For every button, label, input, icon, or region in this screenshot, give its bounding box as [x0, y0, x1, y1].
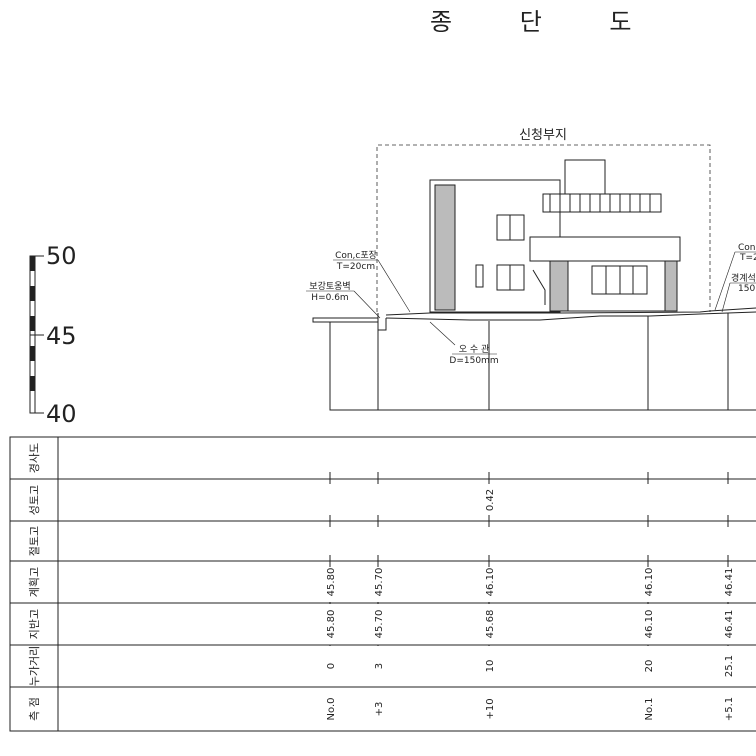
cell-distance: 0	[326, 663, 337, 669]
svg-text:D=150mm: D=150mm	[449, 356, 498, 366]
cell-ground: 46.41	[724, 610, 735, 639]
site-boundary: 신청부지	[376, 128, 711, 312]
cell-ground: 45.68	[485, 610, 496, 639]
svg-text:H=0.6m: H=0.6m	[311, 293, 348, 303]
ground-profile	[312, 307, 756, 411]
annotation-pavement-left: Con,c포장 T=20cm	[333, 250, 411, 313]
cell-station: No.0	[326, 698, 337, 721]
row-label-station: 측 점	[28, 697, 41, 721]
annotation-retaining-wall: 보강토옹벽 H=0.6m	[306, 281, 381, 319]
row-label-slope: 경사도	[28, 443, 41, 473]
cell-ground: 45.80	[326, 610, 337, 639]
profile-table	[9, 436, 756, 732]
elevation-scale-bar	[29, 255, 44, 414]
annotation-pavement-right: Con T=2	[714, 243, 756, 311]
scale-label-45: 45	[46, 322, 77, 350]
svg-text:150×: 150×	[738, 284, 756, 294]
page-title: 종 단 도	[430, 8, 662, 36]
scale-label-50: 50	[46, 242, 77, 270]
cell-fill: 0.42	[485, 489, 496, 511]
cell-ground: 46.10	[644, 610, 655, 639]
cell-station: +10	[485, 698, 496, 719]
row-label-distance: 누가거리	[28, 646, 41, 686]
site-label: 신청부지	[519, 128, 567, 143]
cell-distance: 10	[485, 660, 496, 673]
building-elevation	[429, 159, 681, 313]
cell-plan: 46.10	[485, 568, 496, 597]
cell-plan: 45.80	[326, 568, 337, 597]
svg-text:오 수 관: 오 수 관	[459, 344, 490, 355]
svg-text:Con: Con	[738, 243, 756, 253]
row-label-plan: 계획고	[28, 567, 41, 597]
cell-station: +3	[374, 702, 385, 717]
cell-ground: 45.70	[374, 610, 385, 639]
annotation-sewer-pipe: 오 수 관 D=150mm	[429, 321, 499, 366]
row-label-cut: 절토고	[28, 526, 41, 556]
svg-text:Con,c포장: Con,c포장	[335, 250, 377, 261]
cell-distance: 20	[644, 660, 655, 673]
row-label-fill: 성토고	[28, 485, 41, 515]
station-columns: 45.80 45.80 0No.0 45.70 45.70 3 +3 0.42 46.10 45.…	[326, 472, 735, 721]
svg-text:경계석: 경계석	[731, 272, 756, 284]
cell-distance: 25.1	[724, 655, 735, 677]
annotation-boundary-right: 경계석 150×	[721, 272, 756, 313]
cell-plan: 45.70	[374, 568, 385, 597]
cell-plan: 46.41	[724, 568, 735, 597]
svg-text:보강토옹벽: 보강토옹벽	[309, 281, 350, 292]
svg-text:T=2: T=2	[739, 253, 756, 263]
cell-station: +5.1	[724, 697, 735, 721]
table-row-labels: 경사도 성토고 절토고 계획고 지반고 누가거리 측 점	[28, 443, 41, 721]
cell-distance: 3	[374, 663, 385, 669]
row-label-ground: 지반고	[28, 609, 41, 639]
cell-plan: 46.10	[644, 568, 655, 597]
cell-station: No.1	[644, 698, 655, 721]
scale-label-40: 40	[46, 400, 77, 428]
svg-text:T=20cm: T=20cm	[336, 262, 375, 272]
